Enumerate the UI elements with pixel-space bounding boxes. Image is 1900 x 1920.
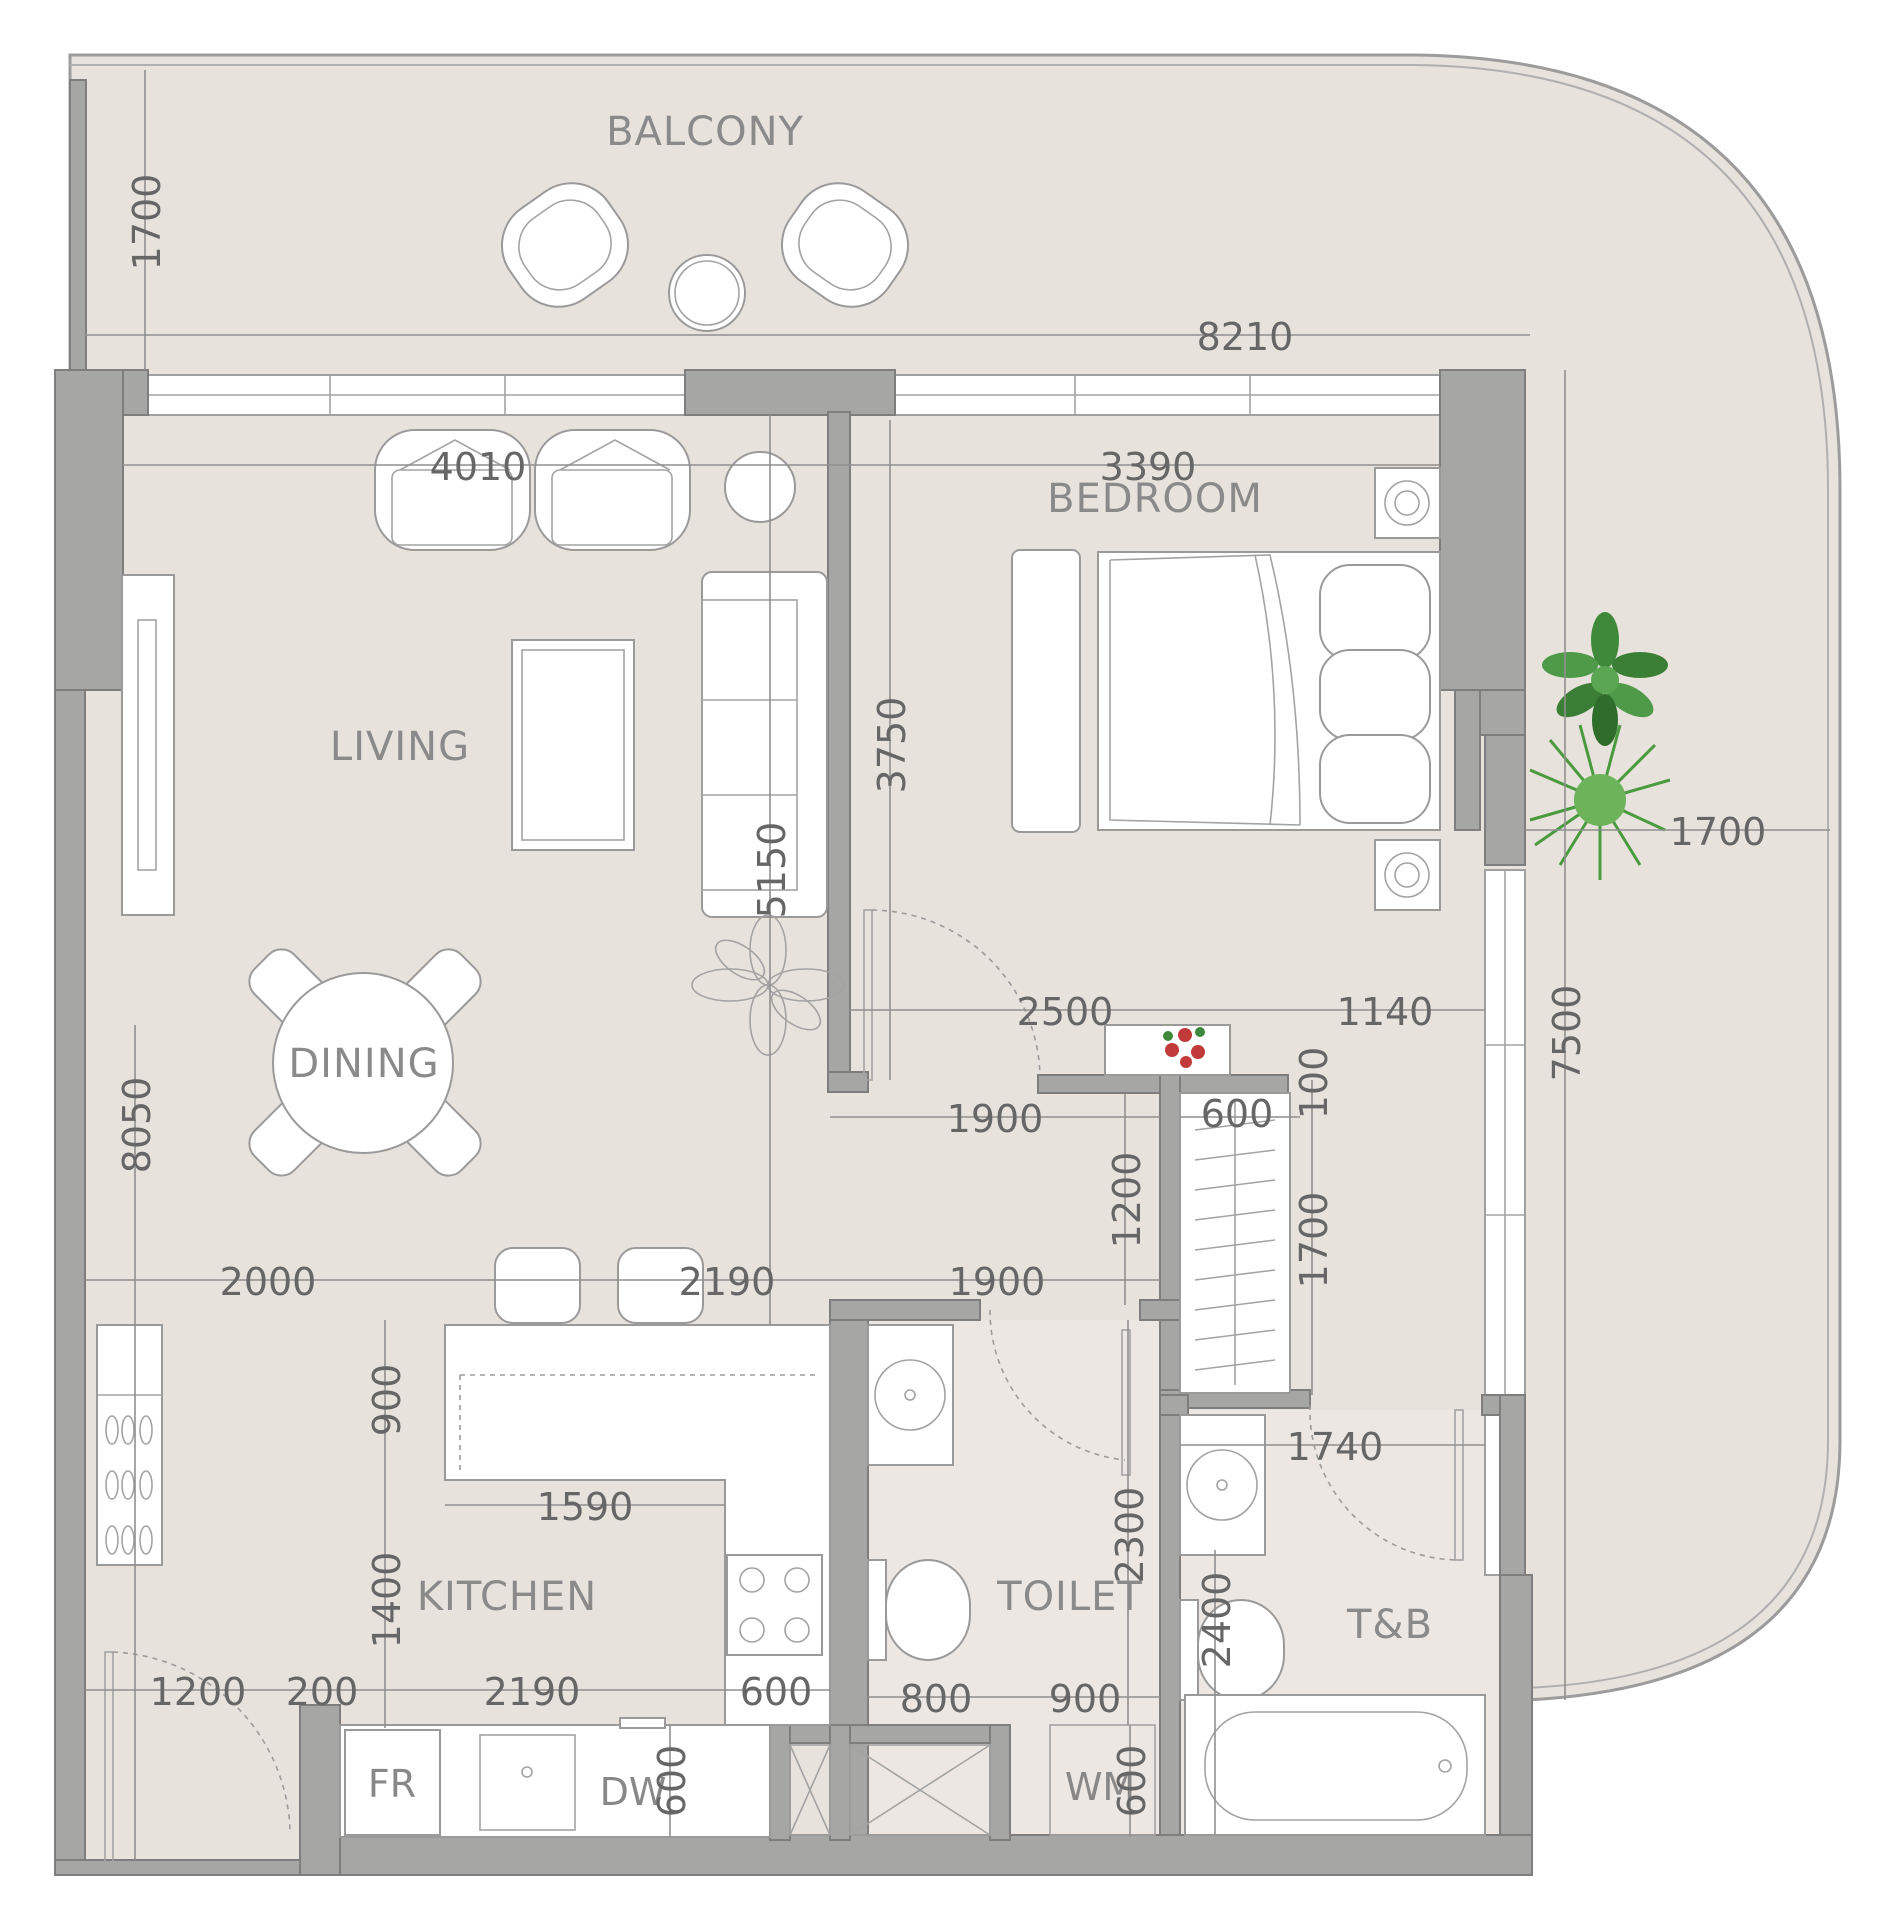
- coffee-table: [511, 639, 635, 851]
- dim-1700-side: 1700: [1670, 810, 1767, 854]
- balcony-rail: [70, 64, 1829, 1689]
- dimension-texts: 8210 4010 3390 1700 2500 1140 1900 600 2…: [115, 174, 1766, 1818]
- wm-space: [1049, 1724, 1156, 1836]
- label-tb: T&B: [1346, 1602, 1433, 1648]
- outdoor-plants: [1529, 612, 1671, 880]
- dim-900-bottom: 900: [1049, 1677, 1122, 1721]
- bar-stool-1: [494, 1247, 581, 1324]
- shower-area-2: [849, 1744, 991, 1836]
- dim-1740: 1740: [1287, 1425, 1384, 1469]
- nightstand-top: [1374, 467, 1441, 539]
- dim-3750: 3750: [870, 697, 914, 794]
- dim-7500: 7500: [1545, 985, 1589, 1082]
- bed: [1097, 551, 1441, 831]
- dining-set: [248, 948, 482, 1177]
- wall-south: [299, 1834, 1533, 1876]
- balcony-floor: [68, 53, 1842, 1702]
- dim-2500: 2500: [1017, 990, 1114, 1034]
- bench: [1011, 549, 1081, 833]
- label-dining: DINING: [288, 1041, 439, 1087]
- fridge: [344, 1729, 441, 1836]
- sofa: [701, 571, 828, 918]
- dim-1140: 1140: [1337, 990, 1434, 1034]
- dim-1400: 1400: [365, 1552, 409, 1649]
- dim-5150: 5150: [750, 822, 794, 919]
- dim-8050: 8050: [115, 1077, 159, 1174]
- dim-1700-balcony: 1700: [125, 174, 169, 271]
- shower-area-1: [789, 1744, 831, 1836]
- kitchen-sink: [479, 1734, 576, 1831]
- label-fr: FR: [368, 1762, 416, 1806]
- plant-lower: [1529, 724, 1671, 880]
- wall-east-column: [1439, 369, 1526, 691]
- bar-stool-2: [617, 1247, 704, 1324]
- tv-unit: [121, 574, 175, 916]
- label-balcony: BALCONY: [606, 109, 804, 155]
- dim-2400: 2400: [1195, 1572, 1239, 1669]
- dim-2190-b: 2190: [484, 1670, 581, 1714]
- bathtub: [1184, 1694, 1486, 1836]
- dim-600-wm: 600: [1110, 1745, 1154, 1818]
- dining-table: [272, 972, 454, 1154]
- dim-1590: 1590: [537, 1485, 634, 1529]
- walls: [54, 79, 1533, 1876]
- floor-plant: [691, 914, 845, 1056]
- dim-2300: 2300: [1108, 1487, 1152, 1584]
- toilet-vanity: [867, 1324, 954, 1466]
- side-table: [724, 451, 796, 523]
- dimension-lines: [85, 70, 1830, 1860]
- dim-1700-closet: 1700: [1292, 1192, 1336, 1289]
- dim-800: 800: [900, 1677, 973, 1721]
- nightstand-bottom: [1374, 839, 1441, 911]
- dim-2190-a: 2190: [679, 1260, 776, 1304]
- label-wm: WM: [1065, 1765, 1135, 1809]
- flower-vase: [1163, 1027, 1205, 1068]
- label-living: LIVING: [330, 724, 470, 770]
- dim-3390: 3390: [1100, 445, 1197, 489]
- dim-600-closet: 600: [1201, 1092, 1274, 1136]
- label-dw: DW: [600, 1770, 667, 1814]
- dim-1200-closet: 1200: [1105, 1152, 1149, 1249]
- toilet-cistern: [867, 1559, 887, 1661]
- wall-living-bedroom: [827, 411, 851, 1093]
- dim-600-dw: 600: [650, 1745, 694, 1818]
- dim-600-a: 600: [740, 1670, 813, 1714]
- room-labels: BALCONY BEDROOM LIVING DINING KITCHEN TO…: [288, 109, 1433, 1648]
- dim-1900-b: 1900: [949, 1260, 1046, 1304]
- dim-200: 200: [286, 1670, 359, 1714]
- label-bedroom: BEDROOM: [1047, 476, 1263, 522]
- living-armchair-right: [534, 429, 691, 551]
- fixture-labels: FR DW WM: [368, 1762, 1135, 1814]
- balcony-table: [668, 254, 746, 332]
- shoe-rack: [96, 1324, 163, 1566]
- dim-2000: 2000: [220, 1260, 317, 1304]
- dim-4010: 4010: [430, 445, 527, 489]
- balcony-chair-right: [780, 182, 910, 308]
- dim-8210: 8210: [1197, 315, 1294, 359]
- dim-1200-bottom: 1200: [150, 1670, 247, 1714]
- plant-upper: [1542, 612, 1668, 746]
- dim-1900-a: 1900: [947, 1097, 1044, 1141]
- toilet-bowl: [885, 1559, 971, 1661]
- label-kitchen: KITCHEN: [417, 1574, 597, 1620]
- label-toilet: TOILET: [996, 1574, 1143, 1620]
- balcony-chair-left: [500, 182, 630, 308]
- cooktop: [726, 1554, 823, 1656]
- dim-900-kitchen: 900: [365, 1364, 409, 1437]
- tb-vanity: [1179, 1414, 1266, 1556]
- doors: [104, 909, 1464, 1863]
- dim-100: 100: [1292, 1047, 1336, 1120]
- furniture: [96, 182, 1486, 1838]
- living-armchair-left: [374, 429, 531, 551]
- wardrobe: [1179, 1092, 1291, 1394]
